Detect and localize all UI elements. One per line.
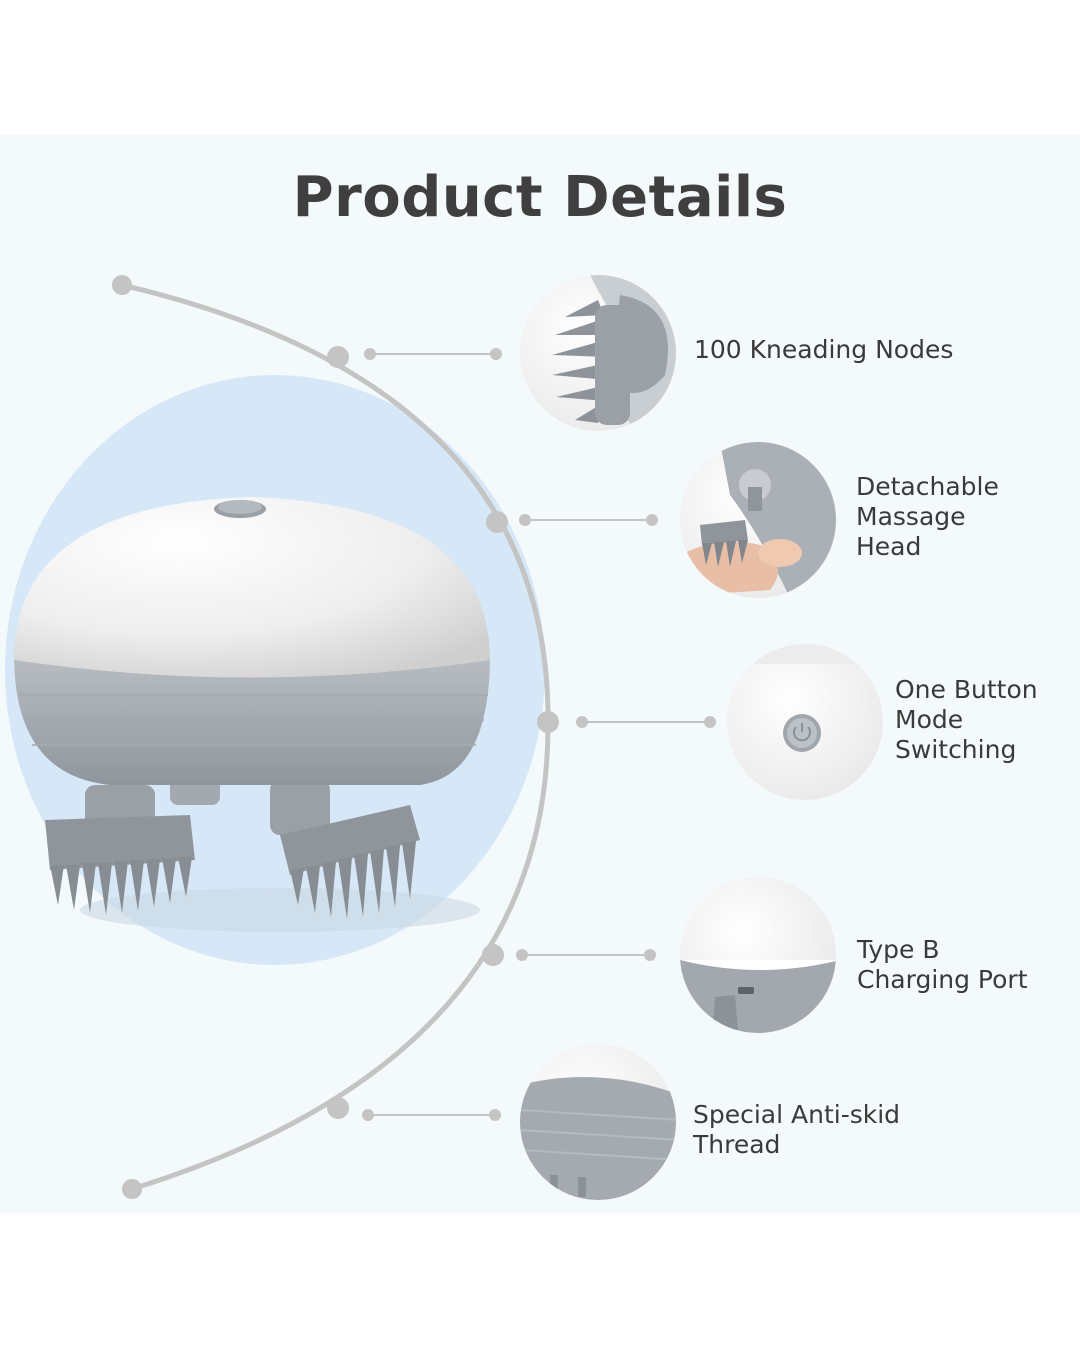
feature-label-one-button: One Button Mode Switching [895,675,1038,764]
curve-node-5 [327,1097,349,1119]
feature-label-kneading-nodes: 100 Kneading Nodes [694,335,954,364]
power-button-closeup-icon [727,644,883,800]
curve-node-3 [537,711,559,733]
anti-skid-thread-closeup-icon [520,1044,676,1200]
page-title: Product Details [292,165,788,230]
curve-end-dot-top [112,275,132,295]
charging-port-closeup-icon [680,877,836,1033]
kneading-nodes-closeup-icon [520,275,676,431]
feature-label-detachable-head: Detachable Massage Head [856,472,999,561]
curve-end-dot-bottom [122,1179,142,1199]
product-illustration [5,275,883,1200]
curve-node-4 [482,944,504,966]
detachable-head-closeup-icon [680,442,836,598]
feature-label-charging-port: Type B Charging Port [857,935,1028,994]
curve-node-2 [486,511,508,533]
curve-node-1 [327,346,349,368]
product-details-panel: Product Details [0,135,1080,1213]
feature-label-anti-skid: Special Anti-skid Thread [693,1100,901,1159]
main-device [14,497,490,932]
